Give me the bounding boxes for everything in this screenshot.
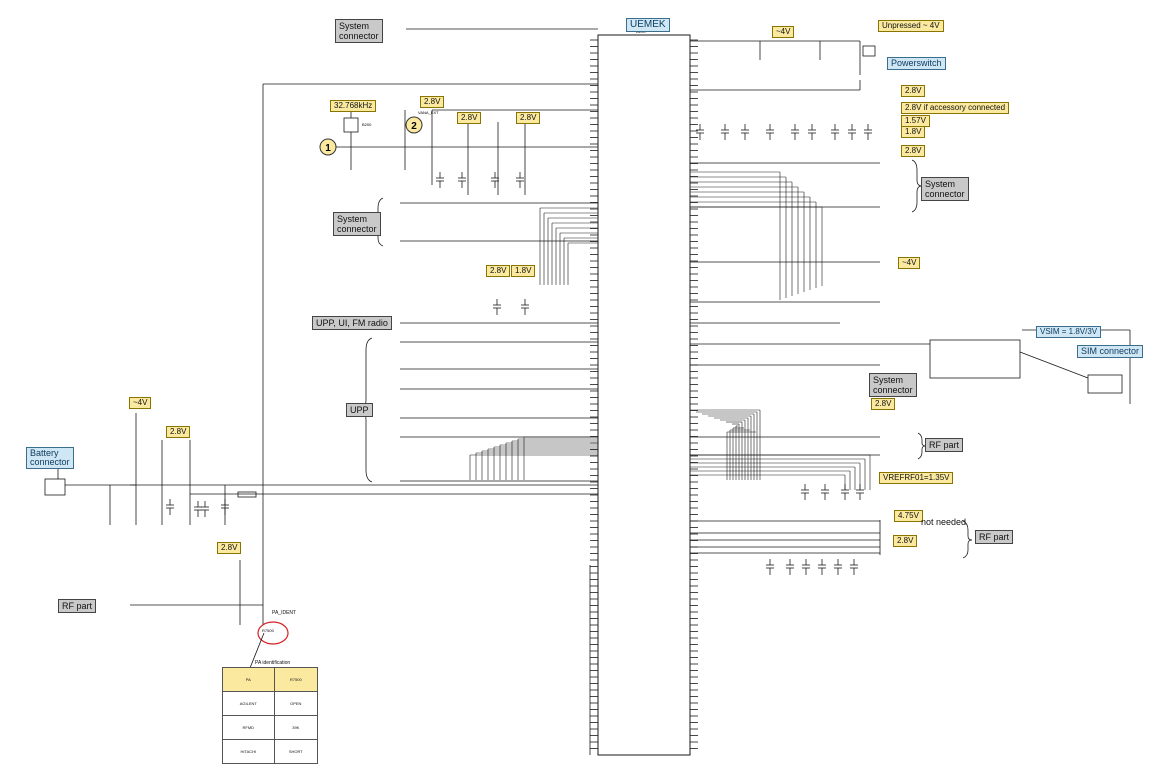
upp-ui-fm-label: UPP, UI, FM radio — [312, 316, 392, 330]
marker-2-text: 2 — [411, 121, 417, 132]
system-connector-right2: System connector — [869, 373, 917, 397]
rf-part-right: RF part — [975, 530, 1014, 544]
crystal-label: 32.768kHz — [330, 100, 377, 112]
marker-1 — [319, 138, 337, 156]
marker-1-text: 1 — [325, 143, 331, 154]
v28-7: 2.8V — [871, 398, 896, 410]
vrefrf-label: VREFRF01=1.35V — [879, 472, 954, 484]
pa-identification-label: PA identification — [255, 660, 291, 666]
chip-pins-right — [690, 39, 698, 749]
table-cell: HITACHI — [222, 739, 275, 764]
v4-mid: ~4V — [898, 257, 921, 269]
system-connector-left: System connector — [333, 212, 381, 236]
table-row: AGILENT OPEN — [222, 691, 319, 716]
rf-part-mid: RF part — [925, 438, 964, 452]
vsim-label: VSIM = 1.8V/3V — [1036, 326, 1102, 338]
v28-2: 2.8V — [901, 145, 926, 157]
v475-label: 4.75V — [894, 510, 923, 522]
v28-1: 2.8V — [901, 85, 926, 97]
table-row: HITACHI SHORT — [222, 739, 319, 764]
v28-4: 2.8V — [457, 112, 482, 124]
system-connector-top: System connector — [335, 19, 383, 43]
table-cell: RFMD — [222, 715, 275, 740]
v4-top: ~4V — [772, 26, 795, 38]
table-cell: SHORT — [273, 739, 319, 764]
uemek-chip — [597, 34, 691, 756]
v28-5: 2.8V — [516, 112, 541, 124]
powerswitch-label: Powerswitch — [887, 57, 946, 70]
v28-6: 2.8V — [486, 265, 511, 277]
v18-right: 1.8V — [901, 126, 926, 138]
battery-connector-label: Battery connector — [26, 447, 74, 469]
unpressed-label: Unpressed ~ 4V — [878, 20, 944, 32]
v28-8: 2.8V — [166, 426, 191, 438]
v28-rf: 2.8V — [893, 535, 918, 547]
v4-left: ~4V — [129, 397, 152, 409]
wire-ribbon — [469, 171, 871, 490]
sim-connector-label: SIM connector — [1077, 345, 1144, 358]
table-header-cell: PA — [222, 667, 275, 692]
pa-ident-label: PA_IDENT — [272, 610, 297, 616]
system-connector-right1: System connector — [921, 177, 969, 201]
table-cell: OPEN — [273, 691, 319, 716]
not-needed-label: not needed — [921, 517, 967, 527]
rf-part-left: RF part — [58, 599, 97, 613]
v28-pa: 2.8V — [217, 542, 242, 554]
table-cell: AGILENT — [222, 691, 275, 716]
r7500-ref: R7500 — [262, 628, 275, 633]
vana-ext: VANA_EXT — [418, 110, 439, 115]
pa-identification-table: PA R7500 AGILENT OPEN RFMD 39K HITACHI S… — [222, 667, 319, 764]
table-header-cell: R7500 — [273, 667, 319, 692]
crystal-ref: B200 — [362, 122, 372, 127]
v28-accessory: 2.8V if accessory connected — [901, 102, 1010, 114]
table-cell: 39K — [273, 715, 319, 740]
uemek-title: UEMEK — [626, 18, 670, 32]
v18-left: 1.8V — [511, 265, 536, 277]
table-row: RFMD 39K — [222, 715, 319, 740]
decoupling-caps — [166, 124, 872, 575]
chip-pins-left — [590, 39, 598, 749]
upp-label: UPP — [346, 403, 373, 417]
v28-3: 2.8V — [420, 96, 445, 108]
table-row: PA R7500 — [222, 667, 319, 692]
marker-2 — [405, 116, 423, 134]
